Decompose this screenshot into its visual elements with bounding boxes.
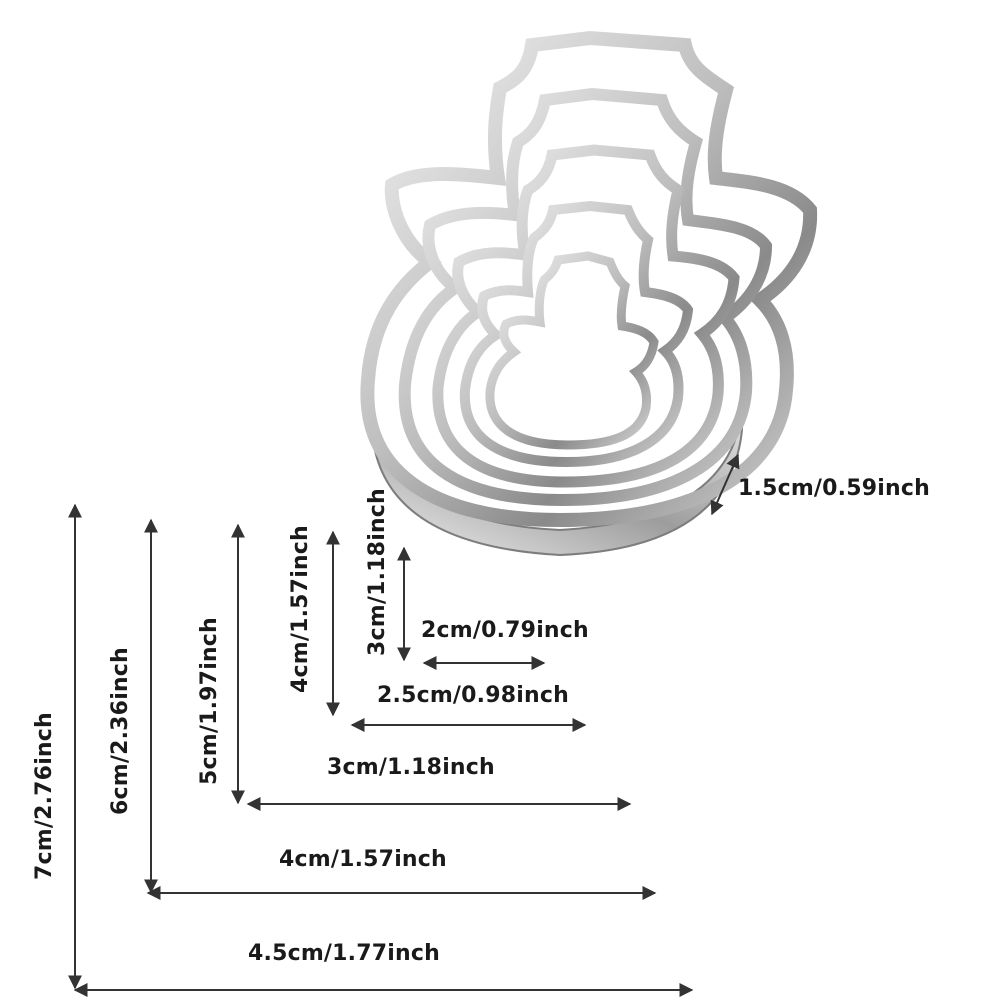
height-label-4cm: 4cm/1.57inch — [288, 525, 313, 693]
cutter-outline-1 — [360, 30, 818, 528]
cutter-stack — [360, 30, 818, 557]
depth-label: 1.5cm/0.59inch — [738, 476, 930, 501]
height-label-6cm: 6cm/2.36inch — [108, 647, 133, 815]
height-label-7cm: 7cm/2.76inch — [32, 712, 57, 880]
width-label-4.5cm: 4.5cm/1.77inch — [248, 941, 440, 966]
depth-arrow — [710, 453, 740, 516]
cutter-outline-4 — [459, 200, 694, 468]
width-label-2.5cm: 2.5cm/0.98inch — [377, 683, 569, 708]
height-label-3cm: 3cm/1.18inch — [365, 488, 390, 656]
width-label-3cm: 3cm/1.18inch — [327, 755, 495, 780]
width-label-2cm: 2cm/0.79inch — [421, 618, 589, 643]
cutter-outline-2 — [398, 87, 773, 507]
cutter-outline-5 — [485, 251, 659, 450]
cutter-inner-shadow — [505, 350, 625, 440]
dimension-arrows — [68, 453, 740, 997]
cutter-outline-3 — [432, 144, 740, 488]
height-label-5cm: 5cm/1.97inch — [197, 617, 222, 785]
width-label-4cm: 4cm/1.57inch — [279, 847, 447, 872]
